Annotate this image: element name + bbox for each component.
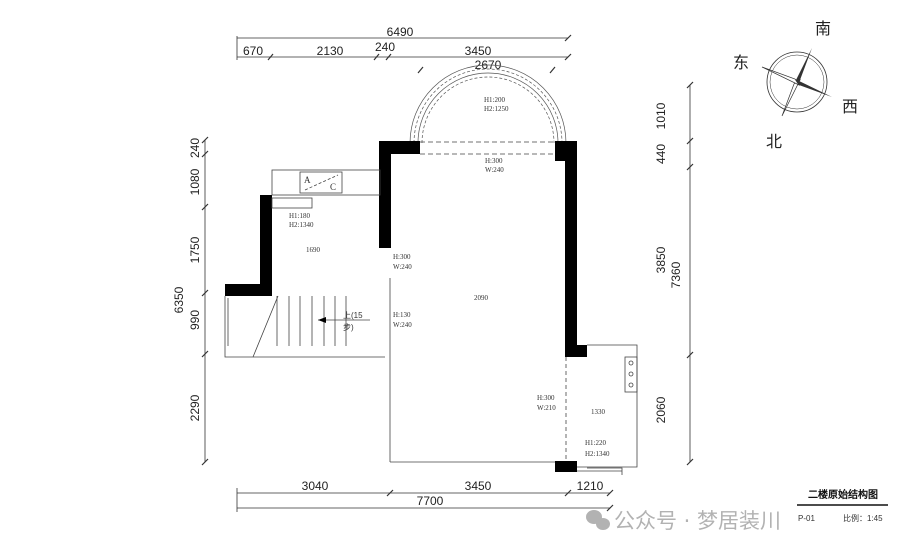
cabinet-c: C [330, 182, 336, 192]
level-left: 1690 [306, 246, 321, 254]
dimension-lines [201, 34, 694, 512]
dim-top-3: 240 [375, 40, 395, 54]
arch-window [409, 64, 567, 144]
dim-bottom-total: 7700 [417, 494, 444, 508]
dim-bottom-1: 3040 [302, 479, 329, 493]
compass-icon [761, 48, 832, 117]
dim-right-3: 3850 [654, 246, 668, 273]
watermark: 公众号 · 梦居装川 [614, 509, 781, 533]
dim-bottom-3: 1210 [577, 479, 604, 493]
stairs-label-2: 步) [343, 323, 354, 332]
arch-h2: H2:1250 [484, 105, 509, 113]
bath-door-w: W:210 [537, 404, 556, 412]
drawing-code: P-01 [798, 514, 815, 523]
left-window-h2: H2:1340 [289, 221, 314, 229]
dim-top-1: 670 [243, 44, 263, 58]
top-opening-h: H:300 [485, 157, 503, 165]
top-opening-w: W:240 [485, 166, 504, 174]
stairs-arrow-icon [318, 317, 326, 323]
stairs-label: 上(15 [343, 311, 363, 320]
dim-right-4: 2060 [654, 396, 668, 423]
bath-window-h1: H1:220 [585, 439, 607, 447]
compass-north: 北 [766, 133, 782, 151]
dim-top-total: 6490 [387, 25, 414, 39]
outlines [224, 141, 638, 475]
compass-east: 东 [733, 54, 749, 72]
door1-w: W:240 [393, 263, 412, 271]
dim-right-2: 440 [654, 144, 668, 164]
left-window-h1: H1:180 [289, 212, 311, 220]
dim-left-2: 1080 [188, 168, 202, 195]
walls [225, 141, 587, 472]
dim-left-1: 240 [188, 138, 202, 158]
bath-door-h: H:300 [537, 394, 555, 402]
dim-bottom-2: 3450 [465, 479, 492, 493]
level-bath: 1330 [591, 408, 606, 416]
dim-left-total: 6350 [172, 286, 186, 313]
door2-w: W:240 [393, 321, 412, 329]
compass-south: 南 [815, 20, 831, 38]
level-main: 2090 [474, 294, 489, 302]
bath-window-h2: H2:1340 [585, 450, 610, 458]
arch-h1: H1:200 [484, 96, 506, 104]
compass-west: 西 [842, 99, 858, 116]
wechat-icon [586, 510, 610, 530]
dim-left-4: 990 [188, 310, 202, 330]
dim-right-total: 7360 [669, 261, 683, 288]
drawing-scale: 比例：1:45 [843, 513, 883, 523]
dim-top-2: 2130 [317, 44, 344, 58]
door2-h: H:130 [393, 311, 411, 319]
dim-top-4: 3450 [465, 44, 492, 58]
drawing-title: 二楼原始结构图 [808, 488, 878, 501]
dim-right-1: 1010 [654, 102, 668, 129]
cabinet-a: A [304, 175, 311, 185]
dim-left-5: 2290 [188, 394, 202, 421]
door1-h: H:300 [393, 253, 411, 261]
dim-left-3: 1750 [188, 236, 202, 263]
